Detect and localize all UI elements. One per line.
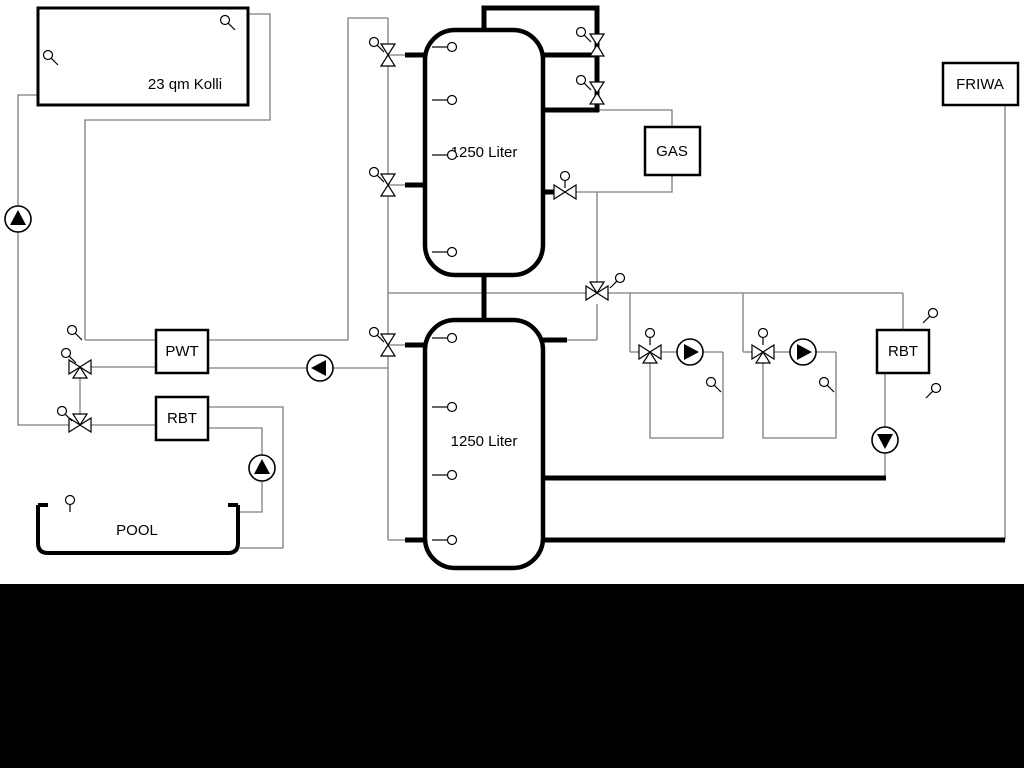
gas-box [643, 125, 702, 177]
rbt-right-label: RBT [888, 343, 918, 360]
sensor-icon [925, 382, 942, 399]
sensor-icon [922, 307, 939, 324]
solar-collector: 23 qm Kolli [36, 6, 250, 107]
sensor-icon [575, 26, 592, 43]
collector-box [36, 6, 250, 107]
pipe-segment [599, 109, 673, 127]
valve-actuator-icon [559, 170, 571, 189]
pwt-box [154, 328, 210, 375]
sensor-icon [66, 324, 83, 341]
gas-label: GAS [656, 143, 688, 160]
tank-bottom-body [422, 317, 546, 571]
buffer-tank-top: 1250 Liter [422, 27, 546, 278]
collector-label: 23 qm Kolli [148, 76, 222, 93]
pipe-segment [208, 427, 263, 455]
pipes-thin [17, 13, 1006, 549]
pump-up-icon [248, 454, 276, 482]
pump-up-icon [4, 205, 32, 233]
rbt-left: RBT [154, 395, 210, 442]
pool: POOL [36, 503, 240, 555]
rbt-right-box [875, 328, 931, 375]
valve-actuator-icon [757, 327, 769, 346]
pump-left-icon [306, 354, 334, 382]
pwt-heat-exchanger: PWT [154, 328, 210, 375]
pool-sensor-icon [64, 494, 76, 513]
pump-right-icon [789, 338, 817, 366]
pwt-label: PWT [165, 343, 198, 360]
friwa-box [941, 61, 1020, 107]
tank-top-label: 1250 Liter [451, 144, 518, 161]
tank-top-body [422, 27, 546, 278]
pipe-segment [17, 94, 38, 206]
pipe-segment [240, 481, 263, 513]
gas-boiler: GAS [643, 125, 702, 177]
rbt-left-box [154, 395, 210, 442]
pipe-segment [762, 352, 837, 439]
sensor-icon [818, 376, 835, 393]
valve-icon [589, 81, 605, 105]
pipe-segment [649, 352, 724, 439]
pump-down-icon [871, 426, 899, 454]
valve-actuator-icon [609, 272, 626, 289]
pipe-segment [481, 5, 600, 112]
pool-basin [36, 505, 240, 555]
buffer-tank-bottom: 1250 Liter [422, 317, 546, 571]
tank-bottom-label: 1250 Liter [451, 433, 518, 450]
rbt-left-label: RBT [167, 410, 197, 427]
sensor-icon [575, 74, 592, 91]
sensor-icon [705, 376, 722, 393]
pipe-segment [208, 406, 284, 549]
pipe-segment [576, 175, 673, 193]
valve-icon [589, 33, 605, 57]
pipe-segment [17, 232, 69, 426]
pump-right-icon [676, 338, 704, 366]
friwa-label: FRIWA [956, 76, 1004, 93]
valve-actuator-icon [644, 327, 656, 346]
footer-bar [0, 584, 1024, 768]
pool-label: POOL [116, 522, 158, 539]
valve-actuator-icon [56, 405, 73, 422]
pipe-segment [208, 17, 388, 341]
rbt-right: RBT [875, 328, 931, 375]
friwa-station: FRIWA [941, 61, 1020, 107]
pipe-segment [84, 13, 271, 340]
